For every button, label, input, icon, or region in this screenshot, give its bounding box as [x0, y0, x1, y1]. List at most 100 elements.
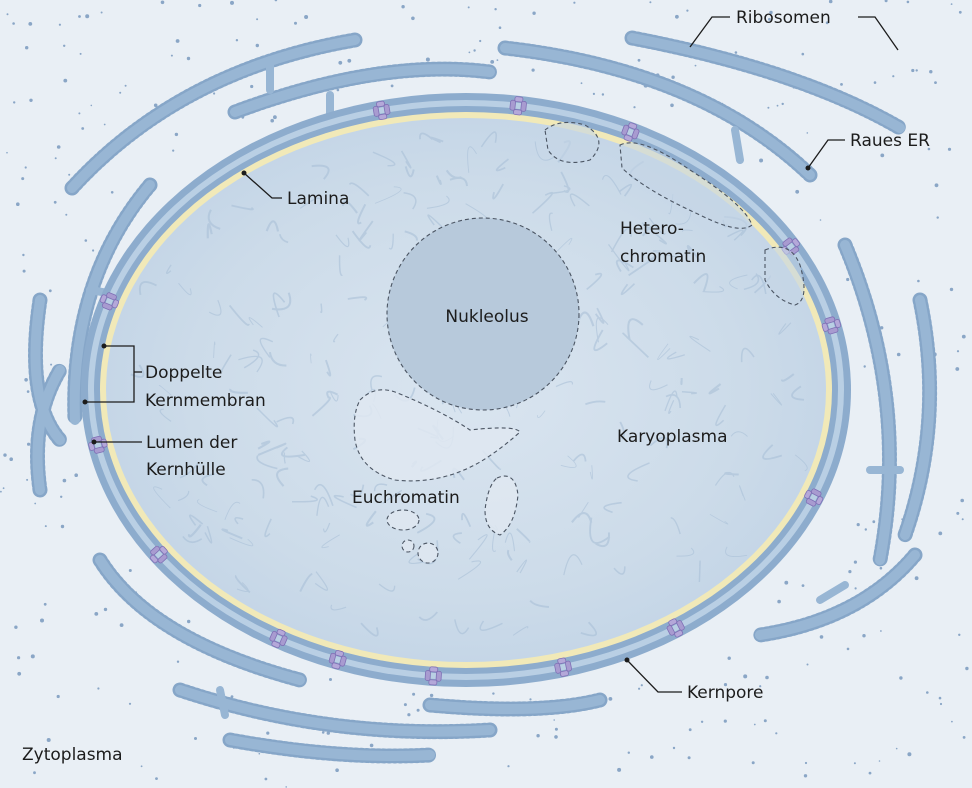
ribosome-dot [939, 702, 943, 706]
ribosome-dot [68, 173, 71, 176]
ribosome-dot [235, 39, 239, 42]
ribosome-dot [473, 49, 476, 52]
chromatin-fiber [296, 450, 310, 462]
chromatin-fiber [698, 560, 701, 583]
ribosome-dot [753, 723, 756, 726]
chromatin-fiber [467, 146, 477, 173]
ribosome-dot [84, 239, 88, 242]
ribosome-dot [60, 524, 65, 529]
ribosome-dot [795, 189, 800, 194]
ribosome-dot [848, 570, 852, 574]
ribosome-dot [896, 352, 901, 357]
chromatin-fiber [351, 230, 372, 249]
ribosome-dot [553, 719, 555, 721]
chromatin-fiber [234, 574, 251, 594]
ribosome-dot [369, 743, 374, 748]
ribosome-dot [329, 678, 332, 681]
ribosome-dot [895, 747, 898, 750]
ribosome-dot [914, 576, 919, 581]
ribosome-dot [3, 453, 7, 457]
chromatin-fiber [512, 626, 529, 636]
chromatin-fiber [257, 440, 271, 450]
ribosome-dot [828, 0, 833, 4]
nuclear-pore [328, 650, 347, 670]
ribosome-dot [532, 11, 536, 15]
chromatin-fiber [220, 354, 232, 373]
ribosome-dot [554, 735, 558, 739]
chromatin-fiber [702, 286, 725, 293]
ribosome-dot [119, 623, 124, 627]
nuclear-pore [804, 488, 824, 507]
chromatin-fiber [276, 416, 295, 425]
ribosome-dot [100, 11, 103, 14]
ribosome-dot [124, 84, 127, 87]
ribosome-dot [781, 102, 784, 106]
ribosome-dot [27, 442, 31, 446]
ribosome-dot [175, 39, 180, 43]
ribosome-dot [78, 112, 81, 115]
chromatin-fiber [314, 571, 329, 591]
chromatin-fiber [601, 174, 622, 195]
ribosome-dot [479, 39, 482, 43]
ribosome-dot [951, 720, 953, 723]
ribosome-dot [958, 10, 962, 14]
ribosome-dot [411, 16, 415, 21]
ribosome-dot [765, 675, 769, 680]
chromatin-fiber [622, 332, 650, 359]
chromatin-fiber [682, 229, 693, 232]
chromatin-fiber [668, 399, 675, 414]
chromatin-fiber [689, 335, 711, 352]
ribosome-dot [580, 82, 583, 85]
ribosome-dot [274, 0, 278, 2]
ribosome-dot [54, 157, 57, 160]
nuclear-pore [509, 96, 527, 116]
chromatin-fiber [322, 522, 331, 533]
chromatin-fiber [618, 183, 633, 197]
chromatin-fiber [256, 407, 279, 428]
chromatin-fiber [780, 373, 795, 382]
chromatin-fiber [560, 171, 570, 193]
chromatin-fiber [709, 513, 729, 525]
chromatin-fiber [319, 303, 323, 314]
nuclear-pore [424, 666, 442, 686]
ribosome-dot [79, 52, 82, 55]
label-raues-er: Raues ER [850, 131, 930, 151]
ribosome-dot [911, 68, 915, 73]
ribosome-dot [950, 3, 953, 5]
ribosome-dot [777, 599, 781, 604]
ribosome-dot [853, 762, 856, 765]
chromatin-fiber [182, 535, 203, 543]
chromatin-fiber [641, 222, 667, 245]
chromatin-fiber [404, 230, 418, 241]
ribosome-dot [592, 92, 596, 95]
chromatin-fiber [730, 431, 748, 437]
ribosome-dot [56, 694, 60, 699]
chromatin-fiber [404, 166, 415, 178]
chromatin-fiber [229, 537, 254, 547]
chromatin-fiber [373, 483, 388, 492]
chromatin-fiber [603, 501, 622, 514]
ribosome-dot [956, 511, 960, 515]
ribosome-dot [880, 326, 884, 330]
ribosome-dot [934, 183, 939, 188]
ribosome-dot [119, 91, 122, 94]
ribosome-dot [85, 14, 90, 19]
ribosome-dot [155, 777, 158, 780]
ribosome-dot [28, 22, 33, 26]
ribosome-dot [672, 746, 676, 750]
chromatin-fiber [504, 532, 516, 552]
ribosome-dot [536, 734, 540, 738]
chromatin-fiber [206, 223, 213, 239]
chromatin-fiber [743, 273, 760, 291]
ribosome-dot [103, 607, 108, 612]
label-heterochromatin-1: Hetero- [620, 219, 684, 239]
ribosome-dot [270, 118, 275, 123]
ribosome-dot [43, 602, 47, 606]
ribosome-dot [554, 727, 558, 731]
chromatin-fiber [329, 390, 339, 402]
ribosome-dot [321, 731, 325, 734]
ribosome-dot [872, 520, 876, 524]
chromatin-fiber [586, 272, 603, 291]
chromatin-fiber [256, 454, 278, 470]
